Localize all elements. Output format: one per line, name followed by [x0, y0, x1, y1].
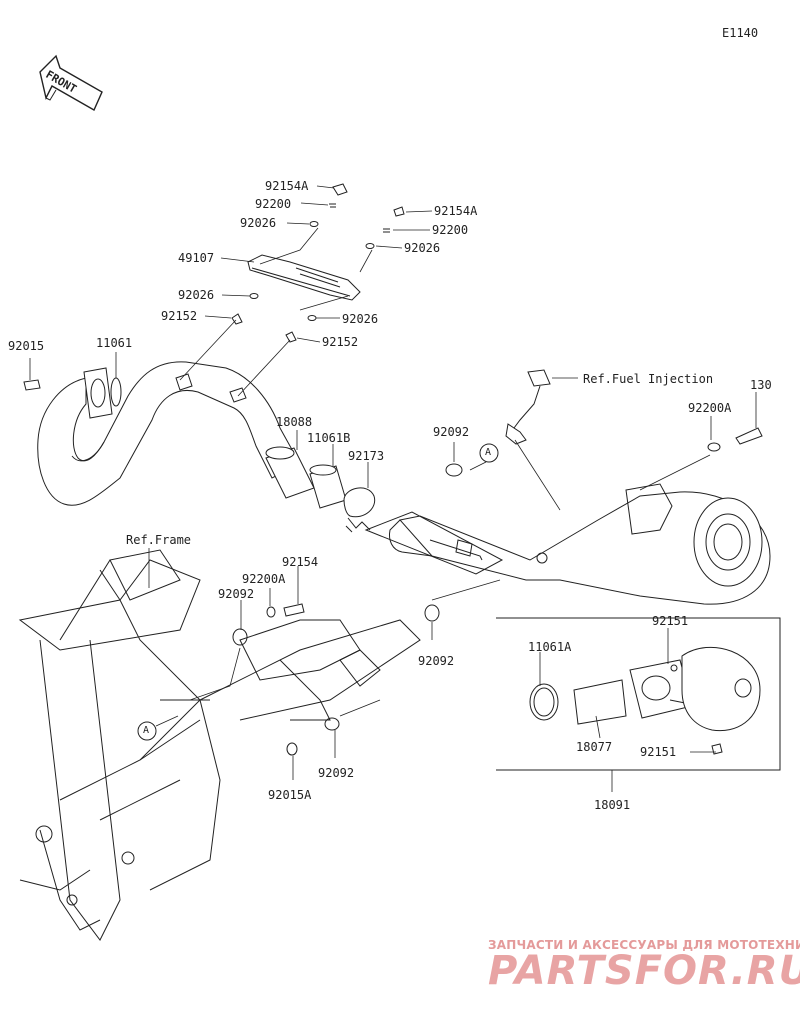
callout-92154a-right: 92154A — [434, 204, 478, 218]
muffler-box — [496, 617, 781, 771]
callout-92092-top: 92092 — [433, 425, 470, 439]
grommet-bottom — [324, 717, 340, 731]
guard-bolts — [231, 183, 405, 343]
callout-92200-right: 92200 — [432, 223, 469, 237]
heat-guard — [247, 254, 361, 301]
header-pipe — [37, 361, 301, 506]
callout-92026-left: 92026 — [178, 288, 215, 302]
callout-11061a: 11061A — [528, 640, 572, 654]
nut-92015a — [286, 742, 298, 756]
callout-92151-top: 92151 — [652, 614, 689, 628]
bolt-130 — [735, 427, 763, 445]
callout-92092-left: 92092 — [218, 587, 255, 601]
pipe-connector — [265, 446, 376, 533]
callout-18077: 18077 — [576, 740, 613, 754]
callout-92152-left: 92152 — [161, 309, 198, 323]
marker-a-left-icon — [137, 721, 157, 741]
bolt-92154 — [283, 603, 305, 617]
diagram-code: E1140 — [722, 26, 759, 40]
callout-92200-top: 92200 — [255, 197, 292, 211]
watermark-tagline: ЗАПЧАСТИ И АКСЕССУАРЫ ДЛЯ МОТОТЕХНИКИ — [488, 938, 800, 952]
callout-11061b: 11061B — [307, 431, 351, 445]
marker-a-left-label: A — [143, 725, 150, 736]
gasket-11061 — [110, 377, 122, 407]
o2-sensor — [505, 369, 551, 445]
marker-a-top-label: A — [485, 447, 492, 458]
leader-lines — [29, 185, 757, 792]
callout-92092-right: 92092 — [418, 654, 455, 668]
watermark-brand: PARTSFOR.RU — [488, 948, 800, 994]
callout-92151-bottom: 92151 — [640, 745, 677, 759]
callout-92152-right: 92152 — [322, 335, 359, 349]
muffler — [364, 483, 771, 605]
callout-92015a: 92015A — [268, 788, 312, 802]
bolt-92015 — [23, 379, 41, 391]
end-cap-assembly — [529, 646, 761, 755]
callout-18088: 18088 — [276, 415, 313, 429]
callout-92015: 92015 — [8, 339, 45, 353]
callout-49107: 49107 — [178, 251, 215, 265]
callout-18091: 18091 — [594, 798, 631, 812]
callout-92200a-right: 92200A — [688, 401, 732, 415]
callout-92154a-top: 92154A — [265, 179, 309, 193]
callout-92026-top: 92026 — [240, 216, 277, 230]
callout-92026-right: 92026 — [404, 241, 441, 255]
callout-11061: 11061 — [96, 336, 133, 350]
callout-130: 130 — [750, 378, 772, 392]
front-arrow-icon — [39, 54, 103, 111]
callout-92026-low: 92026 — [342, 312, 379, 326]
grommet-top — [445, 463, 463, 477]
callout-92173: 92173 — [348, 449, 385, 463]
callout-92200a-mid: 92200A — [242, 572, 286, 586]
washer-92200a-mid — [266, 606, 276, 618]
washer-92200a-right — [707, 442, 721, 452]
grommet-left — [232, 628, 248, 646]
callout-92092-bottom: 92092 — [318, 766, 355, 780]
frame — [18, 549, 421, 941]
callout-92154: 92154 — [282, 555, 319, 569]
marker-a-top-icon — [479, 443, 499, 463]
grommet-right — [424, 604, 440, 622]
ref-frame: Ref.Frame — [126, 533, 192, 547]
ref-fuel-injection: Ref.Fuel Injection — [583, 372, 714, 386]
